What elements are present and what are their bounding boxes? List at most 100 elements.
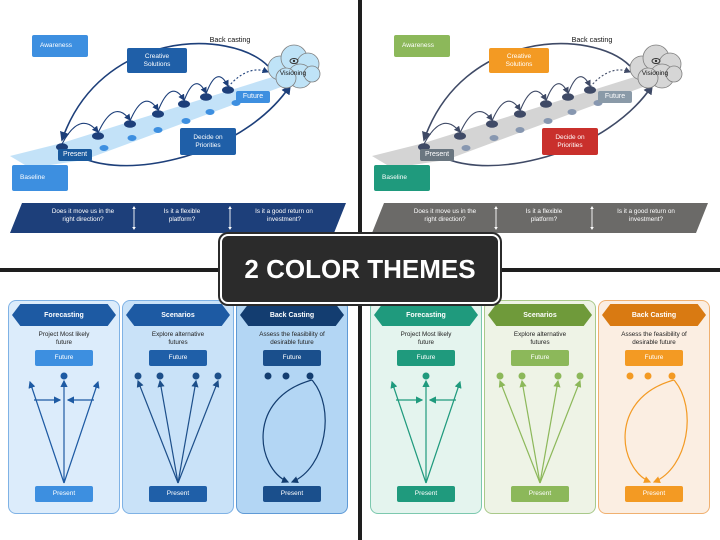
step-dot-dark: [152, 110, 164, 118]
step-dot-dark: [56, 143, 68, 151]
method-header: Scenarios: [126, 304, 230, 326]
hop-arc: [97, 110, 131, 134]
method-header: Back Casting: [602, 304, 706, 326]
future-dot: [60, 372, 68, 380]
future-box: Future: [625, 350, 683, 366]
awareness-box: Awareness: [394, 35, 450, 57]
present-box: Present: [35, 486, 93, 502]
visioning-label: Visioning: [279, 70, 307, 77]
path-arrow: [390, 380, 427, 484]
step-dot-light: [461, 145, 471, 151]
future-dot: [214, 372, 222, 380]
path-arrow: [157, 379, 179, 484]
step-dot-light: [567, 109, 577, 115]
question-return: Is it a good return on investment?: [617, 208, 675, 223]
step-dot-dark: [486, 120, 498, 128]
future-box: Future: [149, 350, 207, 366]
future-box: Future: [397, 350, 455, 366]
back-casting-label: Back casting: [209, 35, 251, 44]
method-description: Explore alternative futures: [151, 331, 205, 346]
method-column-scenarios: [122, 300, 234, 514]
method-description: Assess the feasibility of desirable futu…: [259, 331, 325, 346]
road-band: [10, 74, 300, 168]
step-dot-dark: [92, 132, 104, 140]
hop-arc: [183, 83, 207, 102]
method-description: Project Most likely future: [38, 331, 90, 346]
hop-arc: [519, 90, 547, 112]
future-dot: [264, 372, 272, 380]
path-arrow: [290, 379, 326, 484]
future-dot: [422, 372, 430, 380]
future-box: Future: [236, 91, 270, 103]
path-arrow: [177, 379, 220, 484]
method-description: Project Most likely future: [400, 331, 452, 346]
path-arrow: [519, 379, 541, 484]
backcasting-graphic: [372, 43, 708, 233]
future-dot: [282, 372, 290, 380]
question-flexible: Is it a flexible platform?: [525, 208, 563, 223]
path-arrow: [539, 379, 561, 484]
method-header: Back Casting: [240, 304, 344, 326]
step-dot-dark: [178, 100, 190, 108]
future-dot: [156, 372, 164, 380]
future-dot: [576, 372, 584, 380]
path-arrow: [136, 379, 179, 484]
step-dot-dark: [514, 110, 526, 118]
back-casting-arc: [60, 43, 269, 142]
present-box: Present: [625, 486, 683, 502]
backcasting-graphic: [10, 43, 346, 233]
back-casting-arc: [422, 43, 631, 142]
visioning-label: Visioning: [641, 70, 669, 77]
step-dot-dark: [562, 93, 574, 101]
method-arrows: [496, 372, 584, 484]
step-dot-dark: [200, 93, 212, 101]
path-arrow: [262, 379, 313, 483]
visioning-cloud: [267, 44, 321, 89]
hop-arc: [157, 90, 185, 112]
step-dot-dark: [124, 120, 136, 128]
awareness-box: Awareness: [32, 35, 88, 57]
step-dot-light: [515, 127, 525, 133]
color-themes-banner: 2 COLOR THEMES: [220, 234, 500, 304]
method-column-scenarios: [484, 300, 596, 514]
future-dot: [192, 372, 200, 380]
step-dot-dark: [222, 86, 234, 94]
present-box: Present: [420, 149, 454, 161]
question-flexible: Is it a flexible platform?: [163, 208, 201, 223]
future-dot: [306, 372, 314, 380]
method-description: Assess the feasibility of desirable futu…: [621, 331, 687, 346]
step-dot-light: [489, 135, 499, 141]
future-dot: [554, 372, 562, 380]
future-dot: [668, 372, 676, 380]
road-band: [372, 74, 662, 168]
questions-bar: [10, 203, 346, 233]
back-casting-label: Back casting: [571, 35, 613, 44]
future-dot: [518, 372, 526, 380]
hop-arc: [459, 110, 493, 134]
question-direction: Does it move us in the right direction?: [51, 208, 115, 223]
step-dot-dark: [454, 132, 466, 140]
method-arrows: [262, 372, 326, 484]
method-header: Forecasting: [374, 304, 478, 326]
path-arrow: [177, 379, 199, 484]
path-arrow: [63, 380, 100, 484]
step-dot-light: [181, 118, 191, 124]
hop-arc: [491, 100, 521, 122]
future-box: Future: [263, 350, 321, 366]
present-box: Present: [263, 486, 321, 502]
path-arrow: [652, 379, 688, 484]
method-arrows: [624, 372, 688, 484]
path-arrow: [498, 379, 541, 484]
creative-solutions-box: Creative Solutions: [127, 48, 187, 73]
present-box: Present: [511, 486, 569, 502]
future-dot: [626, 372, 634, 380]
decide-priorities-box: Decide on Priorities: [180, 128, 236, 155]
hop-arc: [61, 122, 99, 145]
questions-bar: [372, 203, 708, 233]
future-dot: [644, 372, 652, 380]
present-box: Present: [58, 149, 92, 161]
method-description: Explore alternative futures: [513, 331, 567, 346]
